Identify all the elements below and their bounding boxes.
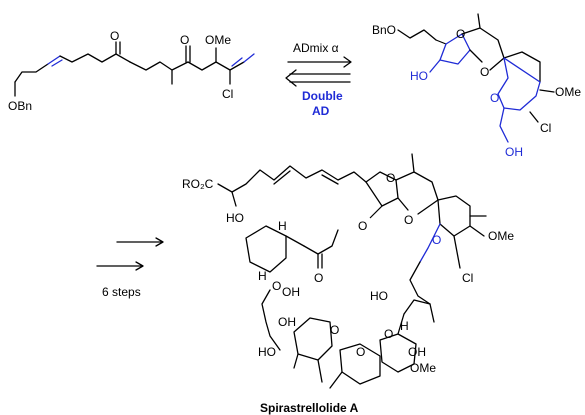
atom-cl: Cl — [462, 271, 473, 285]
atom-o: O — [110, 29, 119, 43]
atom-ome: OMe — [555, 85, 581, 99]
atom-ho: HO — [370, 289, 388, 303]
atom-ho: HO — [410, 69, 428, 83]
atom-ho: HO — [258, 345, 276, 359]
atom-bno: BnO — [372, 23, 396, 37]
atom-h: H — [400, 319, 409, 333]
atom-ho: HO — [226, 211, 244, 225]
atom-o: O — [358, 219, 367, 233]
atom-o: O — [490, 91, 499, 105]
atom-o: O — [330, 323, 339, 337]
atom-oh: OH — [408, 345, 426, 359]
atom-h: H — [258, 269, 267, 283]
atom-o: O — [314, 271, 323, 285]
atom-o: O — [180, 33, 189, 47]
atom-obn: OBn — [8, 99, 32, 113]
steps-arrow-2 — [96, 261, 144, 271]
atom-o: O — [480, 65, 489, 79]
atom-o: O — [386, 171, 395, 185]
atom-o: O — [272, 279, 281, 293]
spirastrellolide-a: RO₂C HO O O O O OMe Cl O H H O — [182, 153, 514, 389]
forward-reagent-label: ADmix α — [293, 41, 339, 55]
compound-name: Spirastrellolide A — [260, 401, 359, 415]
atom-ro2c: RO₂C — [182, 177, 214, 191]
atom-o: O — [456, 27, 465, 41]
steps-arrow-1 — [116, 237, 164, 247]
starting-material: OBn O O OMe Cl — [8, 29, 255, 113]
atom-ome: OMe — [410, 361, 436, 375]
retro-label-line2: AD — [312, 104, 330, 118]
atom-ome: OMe — [205, 33, 231, 47]
retro-label-line1: Double — [302, 89, 343, 103]
atom-o: O — [356, 345, 365, 359]
atom-o: O — [384, 327, 393, 341]
forward-arrow — [287, 56, 352, 68]
spiroketal-product: BnO O HO O O OMe Cl OH — [372, 13, 581, 159]
atom-o: O — [404, 213, 413, 227]
atom-cl: Cl — [540, 121, 551, 135]
atom-h: H — [278, 219, 287, 233]
atom-cl: Cl — [222, 87, 233, 101]
atom-oh: OH — [282, 285, 300, 299]
atom-ome: OMe — [488, 229, 514, 243]
steps-label: 6 steps — [102, 285, 141, 299]
atom-oh: OH — [278, 315, 296, 329]
atom-oh: OH — [505, 145, 523, 159]
atom-o: O — [432, 233, 441, 247]
retro-arrow — [285, 69, 351, 87]
